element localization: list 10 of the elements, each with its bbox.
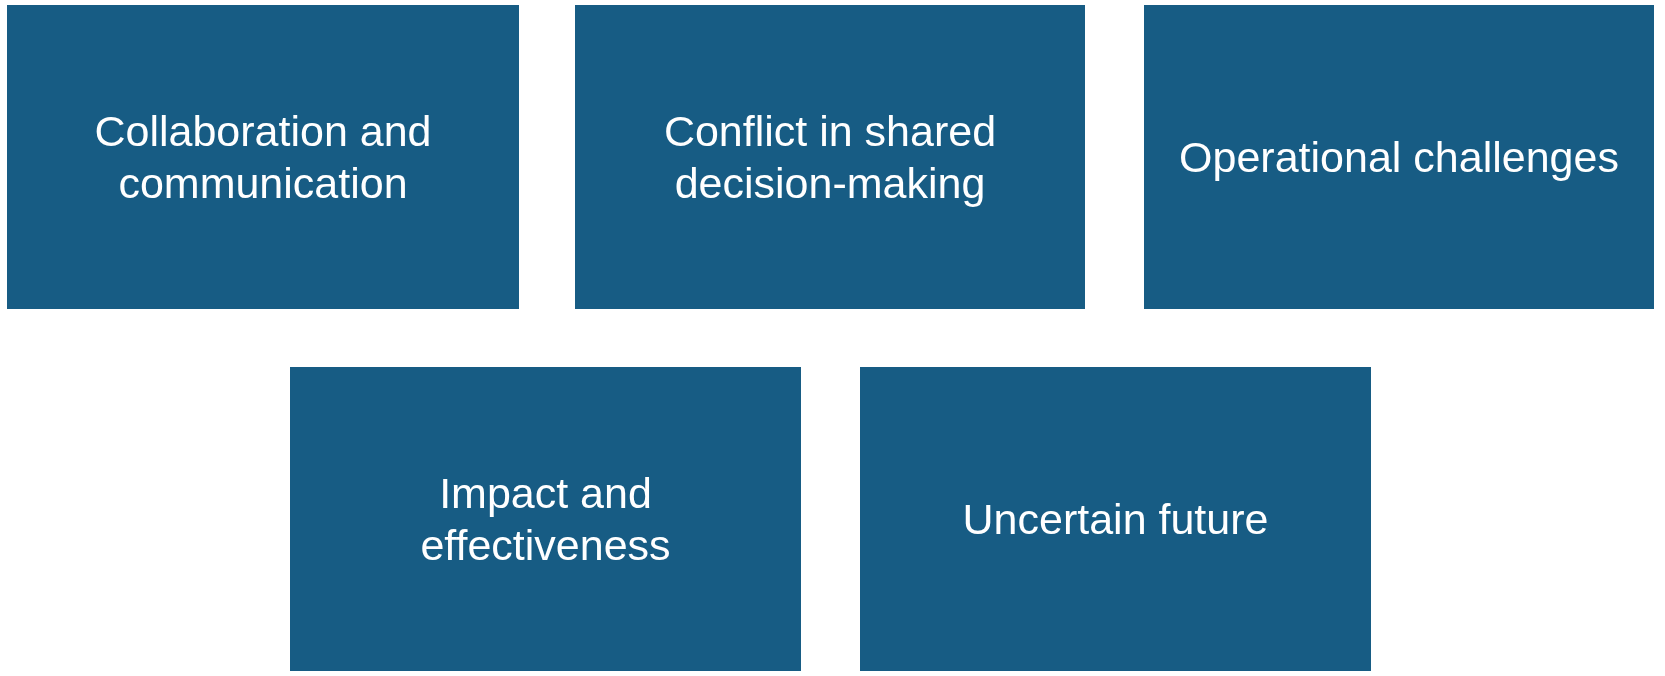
topic-label: Conflict in shared decision-making [662,106,998,209]
topic-label: Uncertain future [962,494,1269,545]
topic-box [1144,5,1654,309]
topic-label: Collaboration and communication [93,106,433,209]
topic-box [575,5,1085,309]
topic-box [7,5,519,309]
topic-label: Operational challenges [1179,132,1619,183]
topic-label: Impact and effectiveness [419,468,672,571]
topic-box [290,367,801,671]
topic-box [860,367,1371,671]
